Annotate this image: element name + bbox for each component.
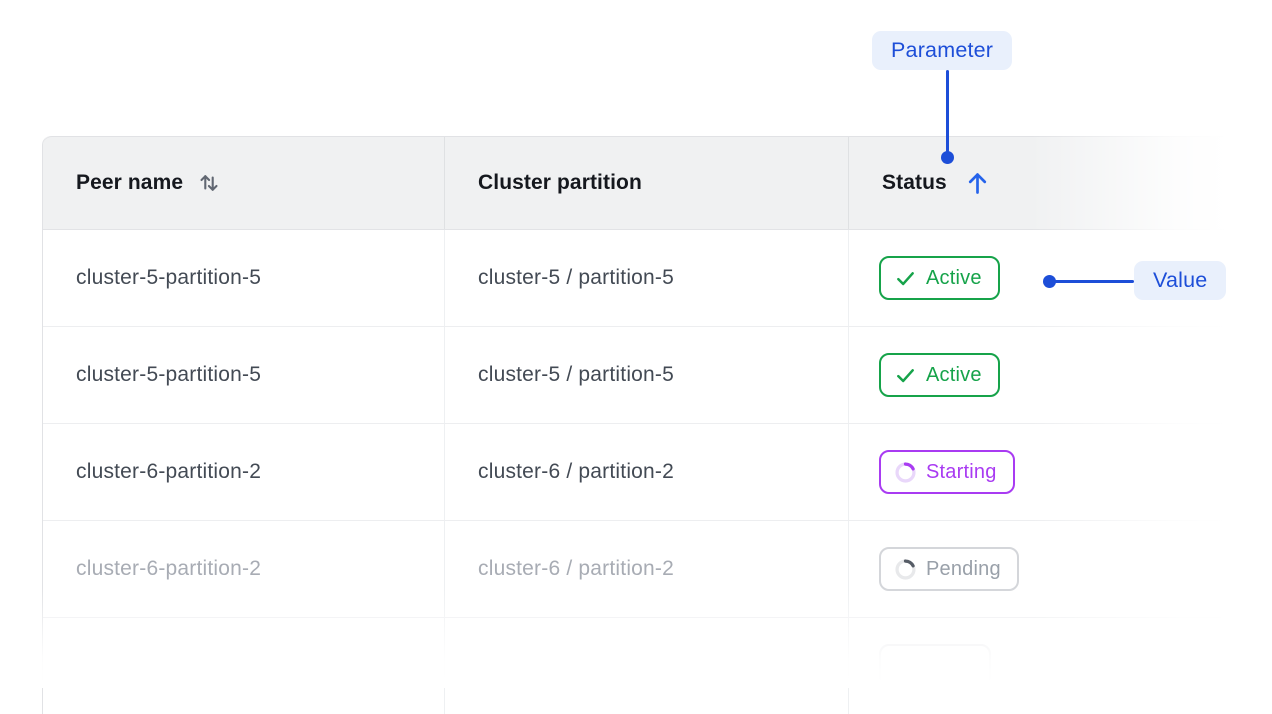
cell-cluster-partition: cluster-6 / partition-2 — [445, 424, 849, 520]
cell-status — [849, 618, 1272, 714]
table-header-row: Peer name Cluster partition Status — [43, 136, 1272, 230]
table-row: cluster-6-partition-2 cluster-6 / partit… — [43, 521, 1272, 618]
column-label: Status — [882, 171, 947, 194]
status-badge: Active — [879, 256, 1000, 300]
cell-status: Pending — [849, 521, 1272, 617]
status-icon — [894, 364, 917, 387]
cell-peer-name: cluster-5-partition-5 — [43, 327, 445, 423]
status-icon — [894, 267, 917, 290]
cell-cluster-partition: cluster-5 / partition-5 — [445, 327, 849, 423]
peers-table: Peer name Cluster partition Status — [42, 136, 1272, 714]
column-label: Peer name — [76, 171, 184, 194]
status-label: Starting — [926, 461, 997, 483]
cell-peer-name: cluster-6-partition-2 — [43, 521, 445, 617]
cell-cluster-partition: cluster-5 / partition-5 — [445, 230, 849, 326]
status-label: Active — [926, 364, 982, 386]
status-icon — [894, 558, 917, 581]
cell-peer-name — [43, 618, 445, 714]
table-row: cluster-5-partition-5 cluster-5 / partit… — [43, 230, 1272, 327]
status-badge: Active — [879, 353, 1000, 397]
cell-cluster-partition — [445, 618, 849, 714]
sort-ascending-icon — [964, 169, 991, 197]
table-row — [43, 618, 1272, 714]
parameter-connector-line — [945, 70, 949, 152]
cell-status: Starting — [849, 424, 1272, 520]
column-header-peer-name[interactable]: Peer name — [43, 137, 445, 229]
status-badge: Pending — [879, 547, 1019, 591]
column-header-status[interactable]: Status — [849, 137, 1272, 229]
parameter-annotation-badge: Parameter — [872, 31, 1013, 70]
status-badge — [879, 644, 991, 688]
cell-status: Active — [849, 230, 1272, 326]
cell-status: Active — [849, 327, 1272, 423]
cell-peer-name: cluster-6-partition-2 — [43, 424, 445, 520]
status-label: Pending — [926, 558, 1001, 580]
status-badge: Starting — [879, 450, 1015, 494]
value-annotation-badge: Value — [1134, 261, 1227, 300]
table-row: cluster-5-partition-5 cluster-5 / partit… — [43, 327, 1272, 424]
cell-cluster-partition: cluster-6 / partition-2 — [445, 521, 849, 617]
column-header-cluster-partition[interactable]: Cluster partition — [445, 137, 849, 229]
column-label: Cluster partition — [478, 171, 642, 194]
table-row: cluster-6-partition-2 cluster-6 / partit… — [43, 424, 1272, 521]
peers-table-screen: Peer name Cluster partition Status — [0, 31, 1272, 714]
value-connector-line — [1052, 279, 1134, 283]
sort-both-icon — [197, 171, 221, 195]
status-icon — [894, 461, 917, 484]
cell-peer-name: cluster-5-partition-5 — [43, 230, 445, 326]
table-body: cluster-5-partition-5 cluster-5 / partit… — [43, 230, 1272, 714]
parameter-connector-dot — [940, 150, 954, 164]
status-label: Active — [926, 267, 982, 289]
